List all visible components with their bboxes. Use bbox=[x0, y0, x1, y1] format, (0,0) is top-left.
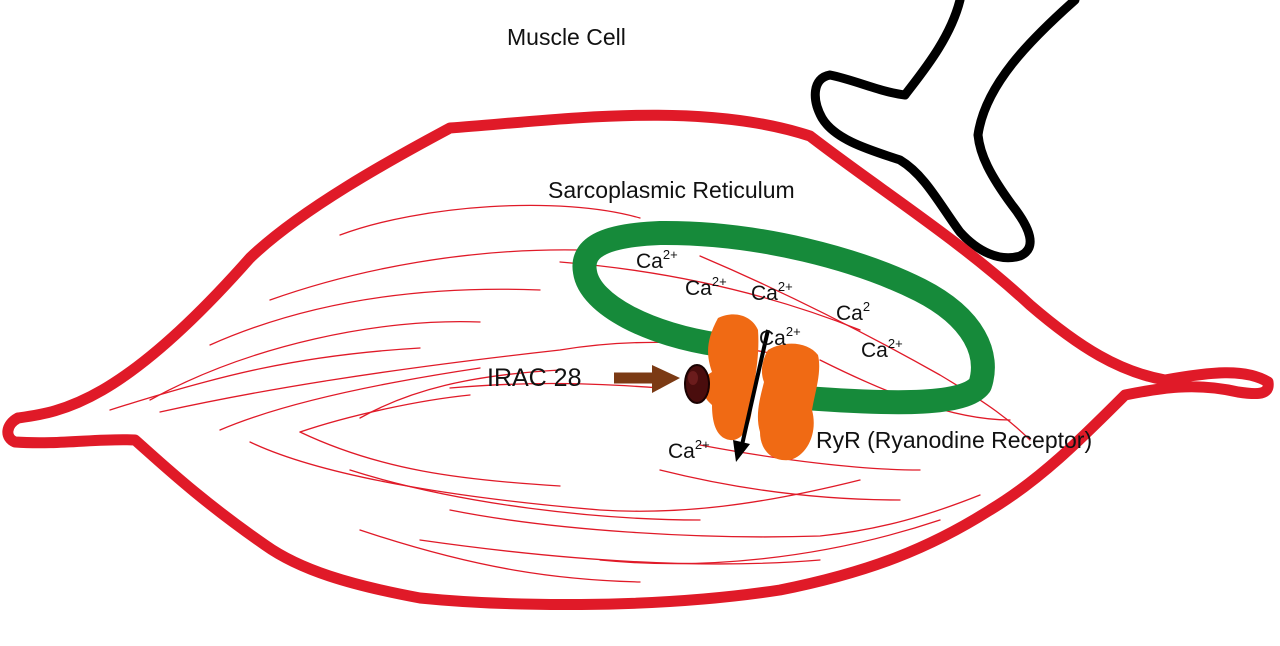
sarcoplasmic-reticulum-label: Sarcoplasmic Reticulum bbox=[548, 177, 795, 203]
calcium-ion-label: Ca2 bbox=[836, 299, 870, 325]
myofibril-line bbox=[149, 320, 481, 401]
myofibril-line bbox=[339, 204, 641, 236]
myofibril-line bbox=[299, 394, 471, 433]
calcium-ion-label: Ca2+ bbox=[751, 279, 793, 305]
myofibril-line bbox=[359, 369, 561, 419]
calcium-ion-label: Ca2+ bbox=[861, 336, 903, 362]
myofibril-line bbox=[349, 469, 701, 521]
irac28-molecule-highlight bbox=[688, 371, 698, 385]
myofibril-line bbox=[209, 288, 541, 346]
diagram-title: Muscle Cell bbox=[507, 24, 626, 50]
myofibril-line bbox=[299, 431, 561, 487]
calcium-release-arrow bbox=[740, 329, 770, 446]
myofibril-line bbox=[359, 529, 641, 583]
calcium-release-arrowhead bbox=[733, 440, 750, 462]
myofibril-line bbox=[559, 261, 861, 331]
myofibril-line bbox=[419, 539, 821, 565]
ryanodine-receptor-right bbox=[757, 343, 820, 461]
inhibitor-arrow-head bbox=[652, 365, 680, 393]
myofibril-line bbox=[249, 441, 861, 512]
calcium-ion-label: Ca2+ bbox=[685, 274, 727, 300]
irac28-molecule bbox=[684, 364, 710, 404]
myofibril-line bbox=[659, 469, 901, 501]
myofibril-line bbox=[109, 347, 421, 411]
myofibril-line bbox=[269, 249, 581, 301]
ryanodine-receptor-left bbox=[702, 314, 759, 441]
calcium-ion-label: Ca2+ bbox=[759, 324, 801, 350]
sarcoplasmic-reticulum bbox=[572, 220, 995, 415]
myofibril-line bbox=[599, 519, 941, 565]
cell-membrane bbox=[2, 109, 1274, 611]
myofibril-line bbox=[219, 367, 481, 431]
calcium-ion-label: Ca2+ bbox=[668, 437, 710, 463]
irac28-label: IRAC 28 bbox=[487, 364, 581, 392]
ryr-label: RyR (Ryanodine Receptor) bbox=[816, 427, 1092, 453]
myofibril-line bbox=[699, 255, 1031, 441]
calcium-ion-label: Ca2+ bbox=[636, 247, 678, 273]
myofibril-lines bbox=[109, 204, 1031, 583]
myofibril-line bbox=[449, 382, 661, 389]
nerve-terminal-outline bbox=[810, 0, 1080, 263]
myofibril-line bbox=[699, 444, 921, 471]
myofibril-line bbox=[449, 494, 981, 538]
